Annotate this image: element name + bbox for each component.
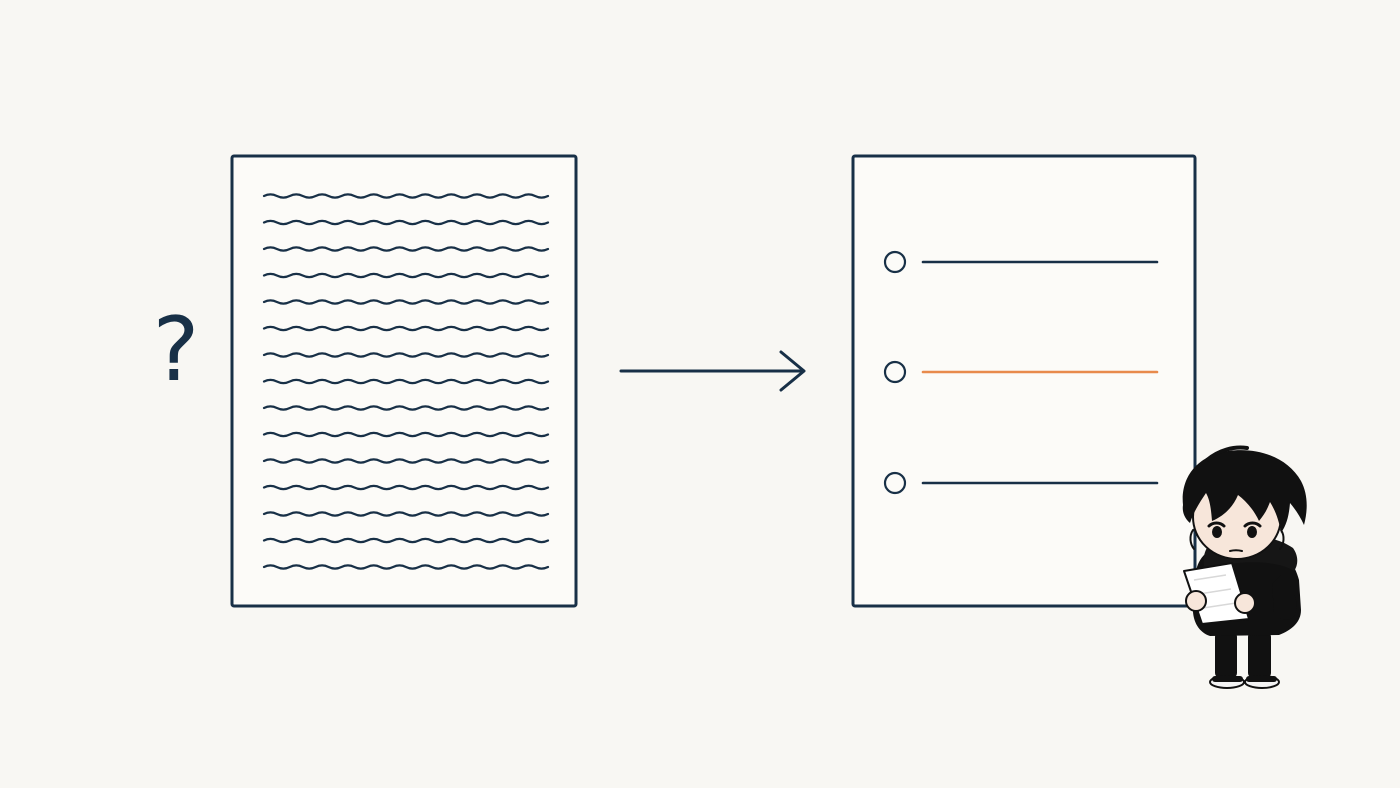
text-line (262, 272, 550, 279)
text-line (262, 537, 550, 544)
list-item (883, 250, 1159, 274)
reader-character (1182, 445, 1307, 689)
text-line (262, 378, 550, 385)
question-mark-icon: ? (152, 298, 200, 401)
circle-bullet-icon (883, 250, 907, 274)
text-line (262, 458, 550, 464)
result-document-list (883, 250, 1159, 495)
text-line (262, 511, 550, 517)
text-line (262, 325, 550, 332)
source-document (230, 154, 578, 608)
text-line (262, 352, 550, 358)
circle-bullet-icon (883, 360, 907, 384)
list-item (883, 471, 1159, 495)
text-line (262, 193, 550, 199)
circle-bullet-icon (883, 471, 907, 495)
result-document (851, 154, 1197, 608)
text-line (262, 405, 550, 411)
result-document-frame (851, 154, 1197, 608)
text-line (262, 431, 550, 438)
text-line (262, 219, 550, 226)
text-line (262, 484, 550, 491)
list-item (883, 360, 1159, 384)
text-line (262, 299, 550, 305)
source-document-text-lines (262, 193, 550, 570)
text-line (262, 246, 550, 252)
text-line (262, 564, 550, 570)
arrow-right-icon (619, 350, 806, 392)
